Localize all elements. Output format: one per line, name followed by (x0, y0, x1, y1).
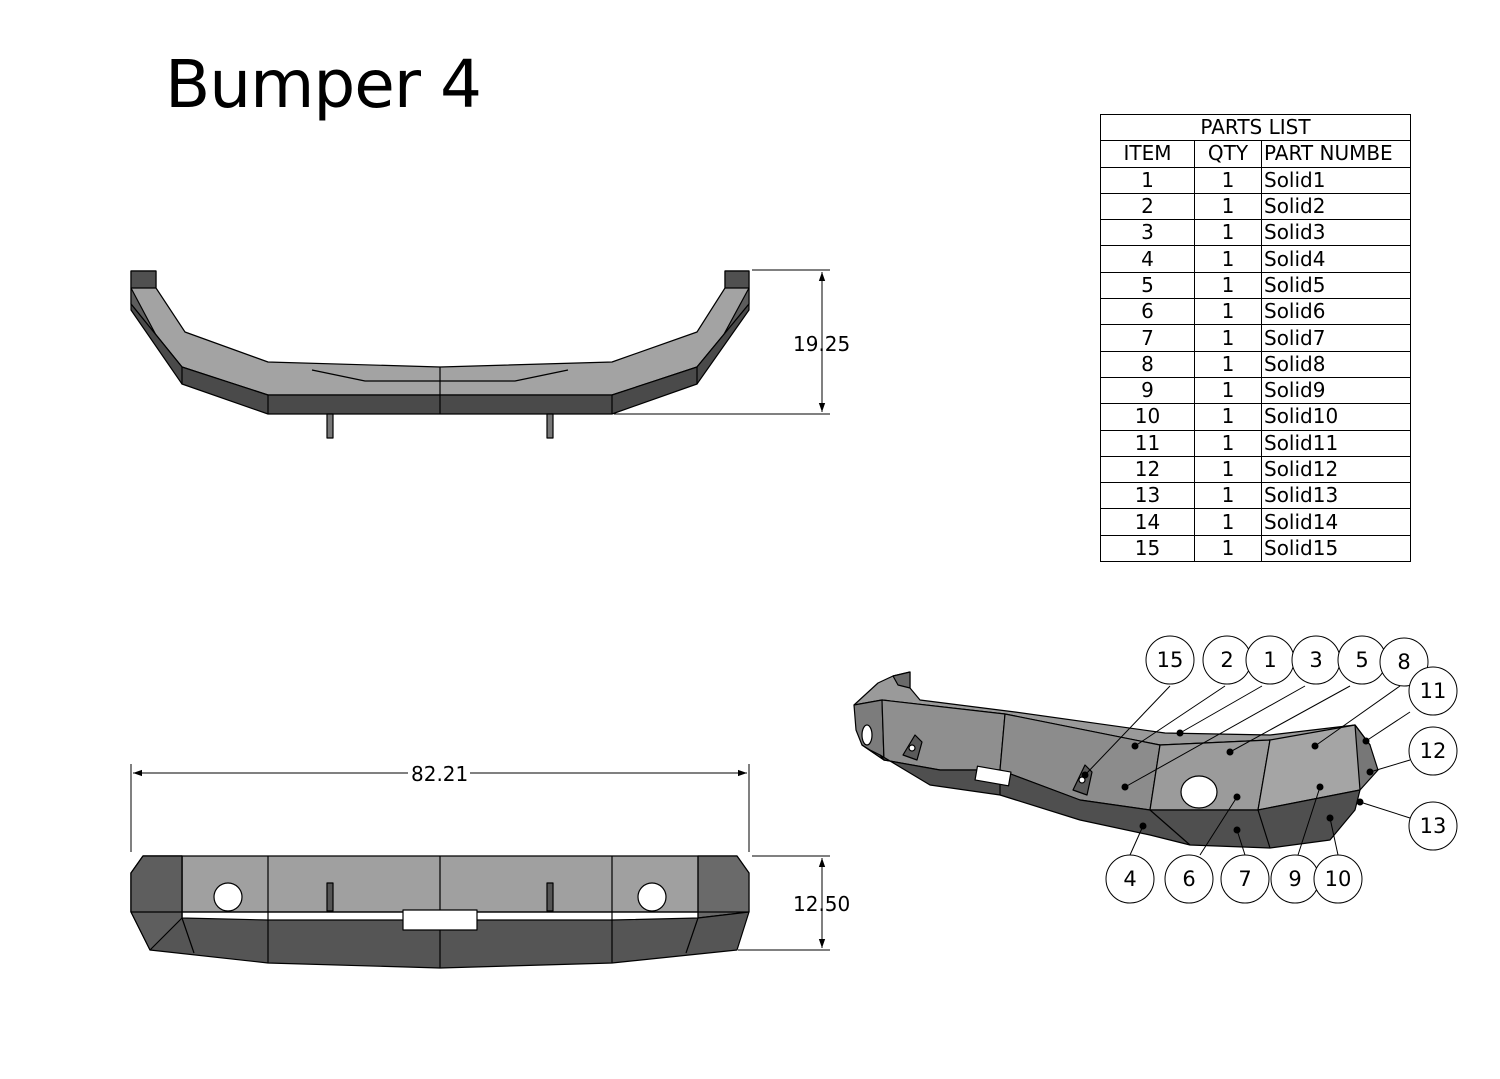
balloon-label: 8 (1397, 650, 1410, 674)
balloon-circle (1105, 854, 1155, 904)
balloon-label: 1 (1263, 648, 1276, 672)
parts-item-cell: 3 (1100, 219, 1195, 247)
balloon-label: 12 (1420, 739, 1447, 763)
parts-part-number-cell: Solid12 (1261, 455, 1411, 484)
balloon-circle (1408, 801, 1458, 851)
front-view (130, 855, 750, 969)
balloon-label: 10 (1325, 867, 1352, 891)
parts-part-number-cell: Solid2 (1261, 192, 1411, 221)
header-qty: QTY (1194, 140, 1262, 168)
balloon-label: 9 (1288, 867, 1301, 891)
balloon-item-9: 9 (1270, 854, 1320, 904)
balloon-label: 2 (1220, 648, 1233, 672)
balloon-circle (1408, 666, 1458, 716)
parts-qty-cell: 1 (1194, 429, 1262, 457)
parts-qty-cell: 1 (1194, 324, 1262, 352)
balloon-item-15: 15 (1145, 635, 1195, 685)
parts-qty-cell: 1 (1194, 508, 1262, 536)
balloon-item-10: 10 (1313, 854, 1363, 904)
parts-item-cell: 6 (1100, 298, 1195, 326)
balloon-item-3: 3 (1291, 635, 1341, 685)
balloon-label: 6 (1182, 867, 1195, 891)
parts-item-cell: 7 (1100, 324, 1195, 352)
parts-list-caption: PARTS LIST (1100, 113, 1411, 142)
parts-item-cell: 5 (1100, 271, 1195, 300)
dimension-front-height-label: 12.50 (793, 892, 850, 916)
balloon-item-6: 6 (1164, 854, 1214, 904)
dimension-top-depth (614, 269, 830, 415)
parts-item-cell: 1 (1100, 166, 1195, 194)
balloon-label: 15 (1157, 648, 1184, 672)
parts-part-number-cell: Solid11 (1261, 429, 1411, 457)
balloon-circle (1408, 726, 1458, 776)
dimension-top-depth-label: 19.25 (793, 332, 850, 356)
parts-item-cell: 10 (1100, 403, 1195, 431)
dimension-front-width-label: 82.21 (411, 762, 468, 786)
parts-part-number-cell: Solid7 (1261, 324, 1411, 352)
balloon-circle (1164, 854, 1214, 904)
balloon-item-1: 1 (1245, 635, 1295, 685)
balloon-label: 4 (1123, 867, 1136, 891)
parts-qty-cell: 1 (1194, 376, 1262, 405)
drawing-title: Bumper 4 (165, 46, 482, 123)
top-view (130, 270, 750, 439)
balloon-item-11: 11 (1408, 666, 1458, 716)
balloon-item-13: 13 (1408, 801, 1458, 851)
parts-item-cell: 12 (1100, 455, 1195, 484)
balloon-leaders (1081, 685, 1411, 856)
balloon-item-12: 12 (1408, 726, 1458, 776)
header-part-number: PART NUMBE (1261, 140, 1411, 168)
parts-qty-cell: 1 (1194, 482, 1262, 510)
dimension-front-width (130, 764, 750, 852)
balloon-item-2: 2 (1202, 635, 1252, 685)
parts-part-number-cell: Solid9 (1261, 376, 1411, 405)
parts-part-number-cell: Solid15 (1261, 534, 1411, 563)
parts-part-number-cell: Solid1 (1261, 166, 1411, 194)
parts-item-cell: 15 (1100, 534, 1195, 563)
parts-qty-cell: 1 (1194, 534, 1262, 563)
parts-item-cell: 11 (1100, 429, 1195, 457)
balloon-label: 5 (1355, 648, 1368, 672)
parts-part-number-cell: Solid8 (1261, 350, 1411, 378)
parts-item-cell: 4 (1100, 245, 1195, 273)
balloon-item-7: 7 (1220, 854, 1270, 904)
parts-item-cell: 2 (1100, 192, 1195, 221)
balloon-item-5: 5 (1337, 635, 1387, 685)
balloon-label: 11 (1420, 679, 1447, 703)
parts-qty-cell: 1 (1194, 245, 1262, 273)
balloon-circle (1220, 854, 1270, 904)
parts-part-number-cell: Solid14 (1261, 508, 1411, 536)
parts-qty-cell: 1 (1194, 192, 1262, 221)
balloon-item-4: 4 (1105, 854, 1155, 904)
dimension-front-height (738, 855, 830, 951)
balloon-circle (1145, 635, 1195, 685)
parts-qty-cell: 1 (1194, 298, 1262, 326)
balloon-label: 7 (1238, 867, 1251, 891)
balloon-circle (1313, 854, 1363, 904)
balloon-label: 3 (1309, 648, 1322, 672)
isometric-view (853, 671, 1379, 849)
parts-qty-cell: 1 (1194, 271, 1262, 300)
balloon-label: 13 (1420, 814, 1447, 838)
